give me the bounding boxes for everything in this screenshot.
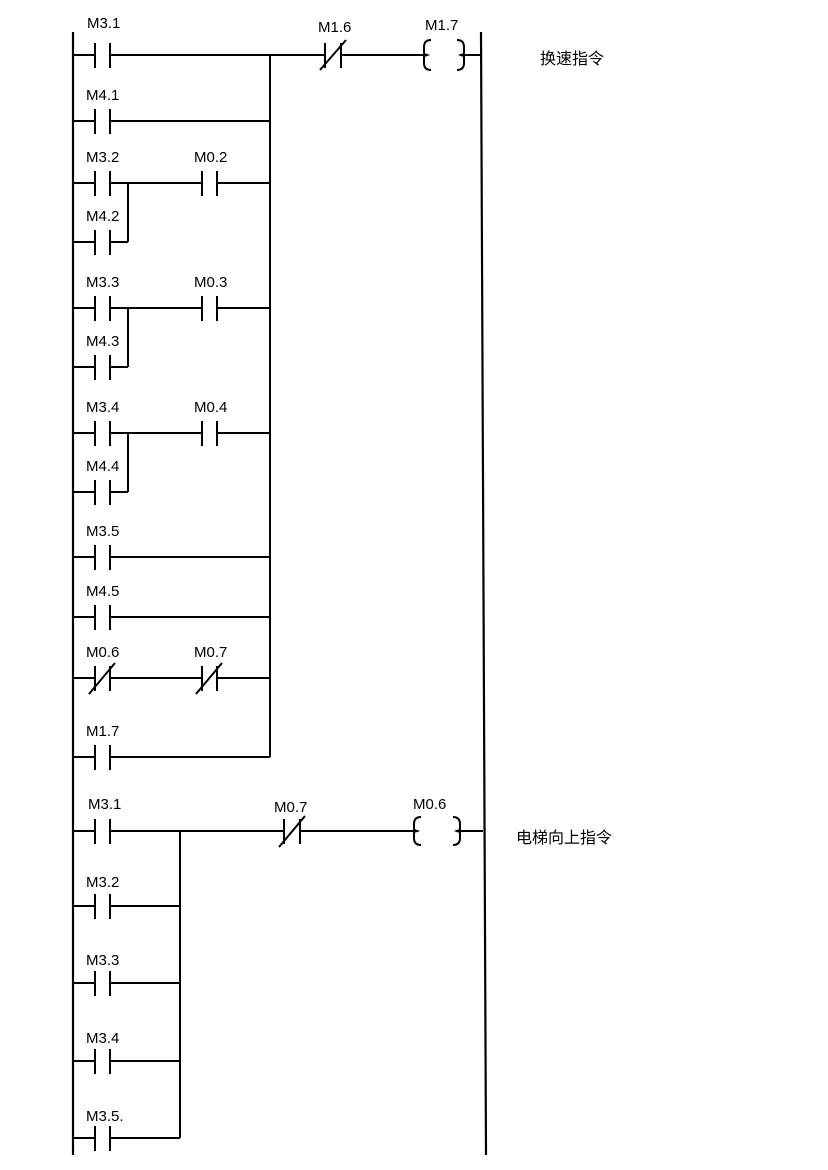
contact-label-m0-7-r2: M0.7 (274, 799, 307, 816)
contact-label-m0-6: M0.6 (86, 644, 119, 661)
rung-2: M3.1 M0.7 M0.6 电梯向上指令 M3.2 (73, 796, 612, 1151)
contact-label-m3-2: M3.2 (86, 149, 119, 166)
contact-label-m3-1-r2: M3.1 (88, 796, 121, 813)
contact-no-m3-1: M3.1 (73, 15, 270, 68)
rung2-comment: 电梯向上指令 (516, 828, 612, 847)
contact-nc-m0-7-r2: M0.7 (180, 799, 414, 848)
contact-no-m3-3-r2: M3.3 (73, 952, 180, 996)
branch-m3-2-m4-2-m0-2: M3.2 M4.2 M0.2 (73, 149, 270, 255)
contact-label-m3-4-r2: M3.4 (86, 1030, 119, 1047)
contact-label-m1-6: M1.6 (318, 19, 351, 36)
contact-label-m3-1: M3.1 (87, 15, 120, 32)
contact-label-m1-7: M1.7 (86, 723, 119, 740)
contact-label-m0-4: M0.4 (194, 399, 227, 416)
contact-label-m3-5-r2: M3.5. (86, 1108, 124, 1125)
contact-label-m4-1: M4.1 (86, 87, 119, 104)
contact-no-m1-7: M1.7 (73, 723, 270, 770)
contact-label-m4-5: M4.5 (86, 583, 119, 600)
contact-no-m3-4-r2: M3.4 (73, 1030, 180, 1074)
contact-label-m4-2: M4.2 (86, 208, 119, 225)
contact-label-m4-4: M4.4 (86, 458, 119, 475)
contact-label-m0-3: M0.3 (194, 274, 227, 291)
contact-no-m3-1-r2: M3.1 (73, 796, 180, 844)
branch-m3-4-m4-4-m0-4: M3.4 M4.4 M0.4 (73, 399, 270, 505)
contact-nc-m1-6: M1.6 (270, 19, 425, 71)
contact-no-m3-5-r2: M3.5. (73, 1108, 180, 1151)
right-power-rail (479, 31, 488, 1156)
contact-label-m3-2-r2: M3.2 (86, 874, 119, 891)
coil-m0-6: M0.6 (413, 796, 483, 846)
contact-label-m3-4: M3.4 (86, 399, 119, 416)
coil-m1-7: M1.7 (423, 17, 481, 71)
contact-no-m3-2-r2: M3.2 (73, 874, 180, 919)
branch-m0-6-nc-m0-7-nc: M0.6 M0.7 (73, 644, 270, 695)
contact-label-m3-3-r2: M3.3 (86, 952, 119, 969)
contact-label-m3-5: M3.5 (86, 523, 119, 540)
contact-label-m0-7: M0.7 (194, 644, 227, 661)
contact-label-m3-3: M3.3 (86, 274, 119, 291)
contact-no-m4-1: M4.1 (73, 87, 270, 134)
contact-no-m4-5: M4.5 (73, 583, 270, 630)
contact-no-m3-5: M3.5 (73, 523, 270, 570)
coil-label-m1-7: M1.7 (425, 17, 458, 34)
contact-label-m0-2: M0.2 (194, 149, 227, 166)
contact-label-m4-3: M4.3 (86, 333, 119, 350)
rung1-comment: 换速指令 (540, 49, 604, 68)
branch-m3-3-m4-3-m0-3: M3.3 M4.3 M0.3 (73, 274, 270, 380)
rung-1: M3.1 M1.6 M1.7 换速指令 M4.1 (73, 15, 604, 770)
coil-label-m0-6: M0.6 (413, 796, 446, 813)
